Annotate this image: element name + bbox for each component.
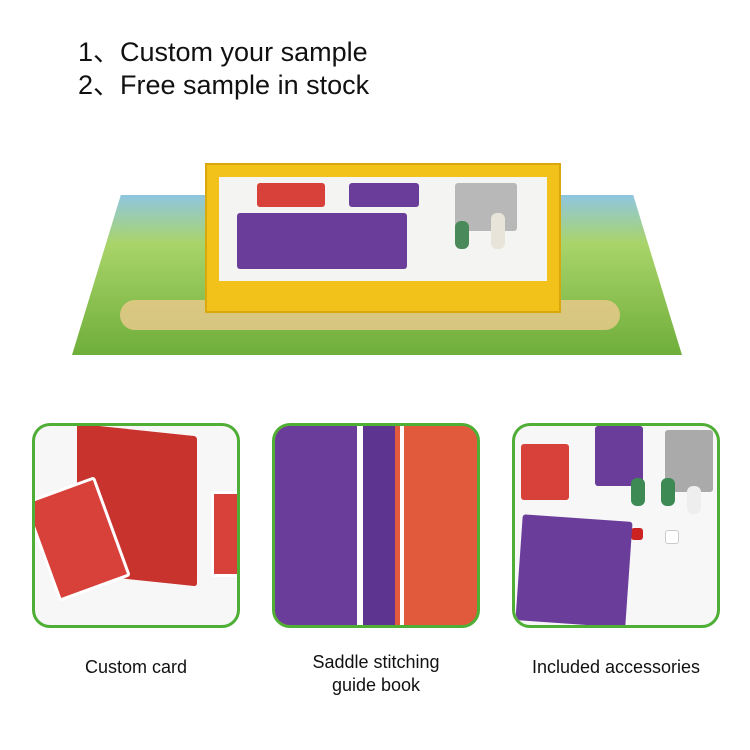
- book-left-page: [275, 426, 357, 625]
- purple-box: [595, 426, 643, 486]
- white-pawn: [687, 486, 701, 514]
- heading-line-1: 1、Custom your sample: [78, 37, 368, 67]
- green-pawn: [631, 478, 645, 506]
- book-stitch-line: [400, 426, 404, 625]
- red-box: [521, 444, 569, 500]
- red-card-deck: [257, 183, 325, 207]
- book-spine: [357, 426, 363, 625]
- box-tray: [219, 177, 547, 281]
- caption-accessories: Included accessories: [531, 657, 701, 677]
- caption-guide-book-2: guide book: [331, 675, 421, 695]
- green-pawn: [661, 478, 675, 506]
- single-card: [211, 491, 237, 577]
- game-box: [205, 163, 561, 313]
- guide-book-photo: [272, 423, 480, 628]
- caption-custom-card: Custom card: [84, 657, 188, 677]
- accessories-photo: [512, 423, 720, 628]
- guide-book: [237, 213, 407, 269]
- book-spine-inner: [363, 426, 395, 625]
- green-figure: [455, 221, 469, 249]
- instruction-booklet: [515, 514, 633, 625]
- white-die: [665, 530, 679, 544]
- caption-guide-book-1: Saddle stitching: [312, 652, 440, 672]
- purple-card-deck: [349, 183, 419, 207]
- white-figure: [491, 213, 505, 249]
- custom-card-photo: [32, 423, 240, 628]
- red-die: [631, 528, 643, 540]
- heading-line-2: 2、Free sample in stock: [78, 70, 370, 100]
